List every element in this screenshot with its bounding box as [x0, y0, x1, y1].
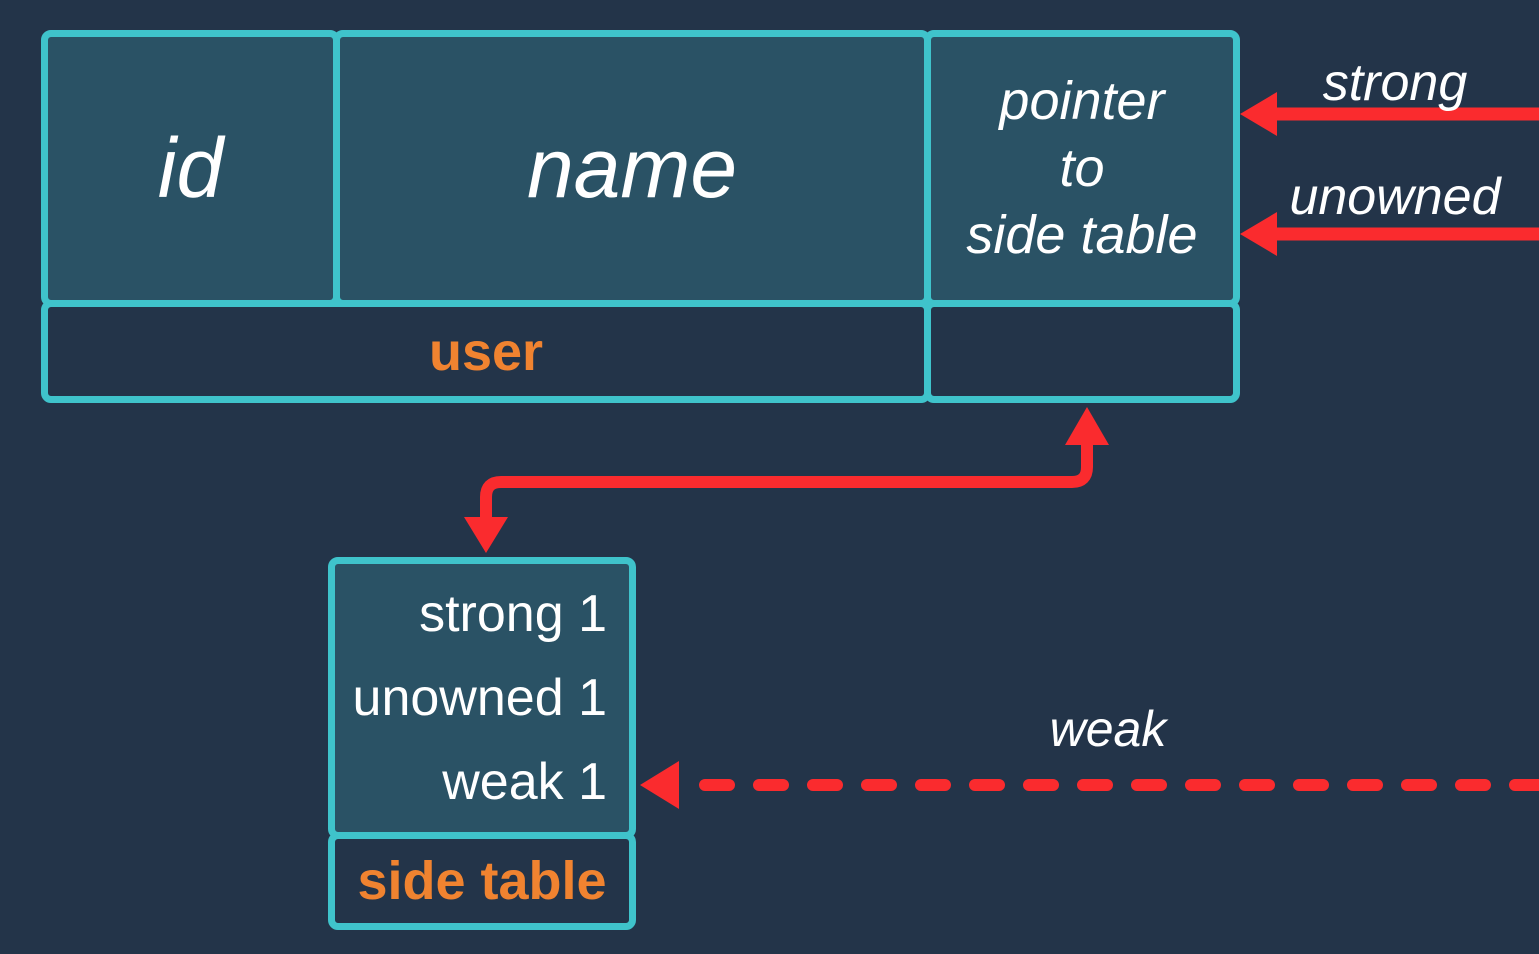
user-pointer-label: pointer to side table — [966, 71, 1198, 265]
weak-arrowhead-icon — [640, 761, 679, 809]
user-name-label: name — [526, 121, 738, 215]
user-caption-cell: user — [41, 300, 931, 403]
user-pointer-cell: pointer to side table — [924, 30, 1240, 307]
connector-up-arrowhead-icon — [1065, 407, 1109, 445]
user-name-cell: name — [333, 30, 931, 307]
side-table-caption: side table — [357, 851, 607, 911]
side-table-rows: strong 1 unowned 1 weak 1 — [328, 564, 629, 832]
pointer-to-sidetable-connector — [480, 443, 1093, 519]
user-id-label: id — [157, 121, 224, 215]
weak-arrow-label: weak — [1049, 701, 1167, 757]
side-table-row-weak: weak 1 — [442, 753, 607, 811]
side-table-row-unowned: unowned 1 — [352, 669, 607, 727]
connector-down-arrowhead-icon — [464, 517, 508, 553]
side-table-caption-cell: side table — [328, 832, 636, 930]
user-id-cell: id — [41, 30, 340, 307]
side-table-row-strong: strong 1 — [419, 585, 607, 643]
side-table-cell — [328, 557, 636, 839]
strong-arrow-label: strong — [1322, 54, 1468, 112]
unowned-arrow-label: unowned — [1289, 168, 1501, 226]
user-caption: user — [428, 321, 544, 382]
user-pointer-slot-cell — [924, 300, 1240, 403]
